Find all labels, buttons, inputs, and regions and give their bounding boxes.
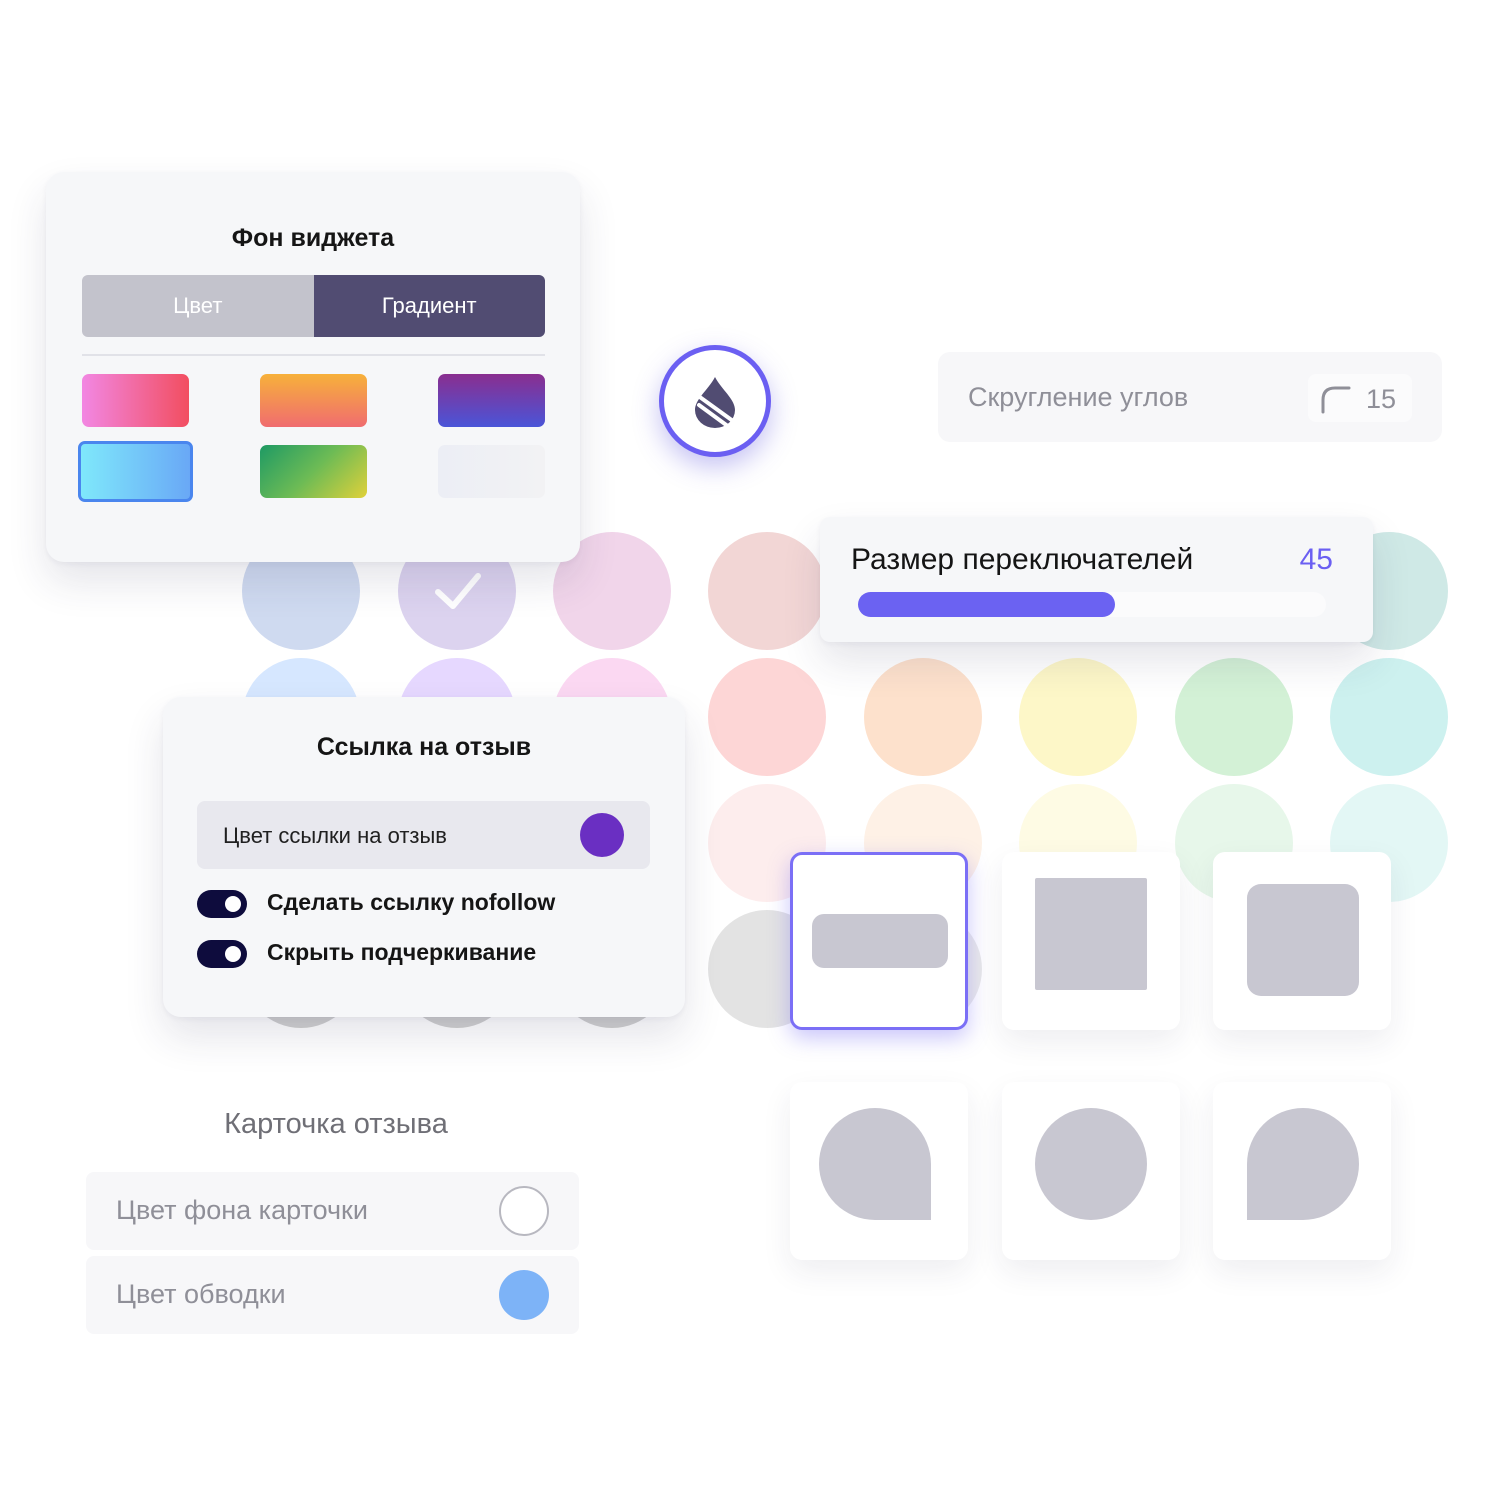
toggle-knob (225, 896, 241, 912)
review-card-title: Карточка отзыва (224, 1108, 448, 1140)
corner-rounding-input[interactable]: 15 (1308, 374, 1412, 422)
switch-size-slider[interactable] (858, 592, 1326, 617)
card-background-color-swatch[interactable] (499, 1186, 549, 1236)
corner-rounding-label: Скругление углов (968, 382, 1189, 412)
shape-teardrop (819, 1108, 931, 1220)
shape-circle (1035, 1108, 1147, 1220)
hide-underline-toggle[interactable] (197, 940, 247, 968)
switch-size-value: 45 (1299, 543, 1333, 576)
switch-size-label: Размер переключателей (851, 543, 1194, 576)
palette-circle-yellow[interactable] (1019, 658, 1137, 776)
switch-size-slider-fill[interactable] (858, 592, 1116, 617)
shape-option-rounded-square[interactable] (1213, 852, 1391, 1030)
review-link-color-label: Цвет ссылки на отзыв (223, 823, 447, 848)
review-link-title: Ссылка на отзыв (316, 733, 532, 761)
color-drop-button[interactable] (659, 345, 771, 457)
gradient-swatch-light-gray[interactable] (438, 445, 545, 498)
corner-rounding-field: Скругление углов 15 (938, 352, 1442, 442)
shape-option-circle[interactable] (1002, 1082, 1180, 1260)
background-type-switch: Цвет Градиент (82, 275, 545, 337)
divider (82, 354, 545, 356)
gradient-swatch-green-yellow[interactable] (260, 445, 367, 498)
card-background-color-label: Цвет фона карточки (116, 1195, 368, 1225)
tab-color[interactable]: Цвет (82, 275, 314, 337)
card-background-color-row[interactable]: Цвет фона карточки (86, 1172, 579, 1250)
shape-leaf (1247, 1108, 1359, 1220)
check-icon (435, 573, 481, 609)
gradient-swatch-orange[interactable] (260, 374, 367, 427)
drop-icon (695, 377, 735, 429)
toggle-knob (225, 946, 241, 962)
shape-option-square[interactable] (1002, 852, 1180, 1030)
review-link-color-swatch[interactable] (580, 813, 624, 857)
shape-option-pill[interactable] (790, 852, 968, 1030)
gradient-swatch-pink-red[interactable] (82, 374, 189, 427)
hide-underline-toggle-label: Скрыть подчеркивание (267, 939, 537, 965)
shape-option-teardrop[interactable] (790, 1082, 968, 1260)
nofollow-toggle[interactable] (197, 890, 247, 918)
palette-circle-cyan[interactable] (1330, 658, 1448, 776)
gradient-swatch-cyan-blue[interactable] (78, 441, 193, 502)
card-border-color-row[interactable]: Цвет обводки (86, 1256, 579, 1334)
palette-circle-green[interactable] (1175, 658, 1293, 776)
shape-pill (812, 914, 948, 968)
card-border-color-swatch[interactable] (499, 1270, 549, 1320)
widget-background-panel: Фон виджета Цвет Градиент (46, 172, 580, 562)
corner-radius-icon (1321, 386, 1351, 414)
shape-rounded-square (1247, 884, 1359, 996)
palette-circle-salmon[interactable] (708, 658, 826, 776)
nofollow-toggle-label: Сделать ссылку nofollow (267, 889, 556, 915)
palette-circle-rose[interactable] (708, 532, 826, 650)
review-link-color-row[interactable]: Цвет ссылки на отзыв (197, 801, 650, 869)
widget-background-title: Фон виджета (231, 224, 395, 252)
shape-option-leaf[interactable] (1213, 1082, 1391, 1260)
tab-gradient[interactable]: Градиент (313, 275, 545, 337)
corner-rounding-value: 15 (1366, 384, 1397, 414)
gradient-swatch-purple-blue[interactable] (438, 374, 545, 427)
palette-circle-peach[interactable] (864, 658, 982, 776)
card-border-color-label: Цвет обводки (116, 1279, 286, 1309)
review-link-panel: Ссылка на отзыв Цвет ссылки на отзыв Сде… (163, 697, 685, 1017)
switch-size-control: Размер переключателей 45 (820, 517, 1373, 642)
shape-square (1035, 878, 1147, 990)
